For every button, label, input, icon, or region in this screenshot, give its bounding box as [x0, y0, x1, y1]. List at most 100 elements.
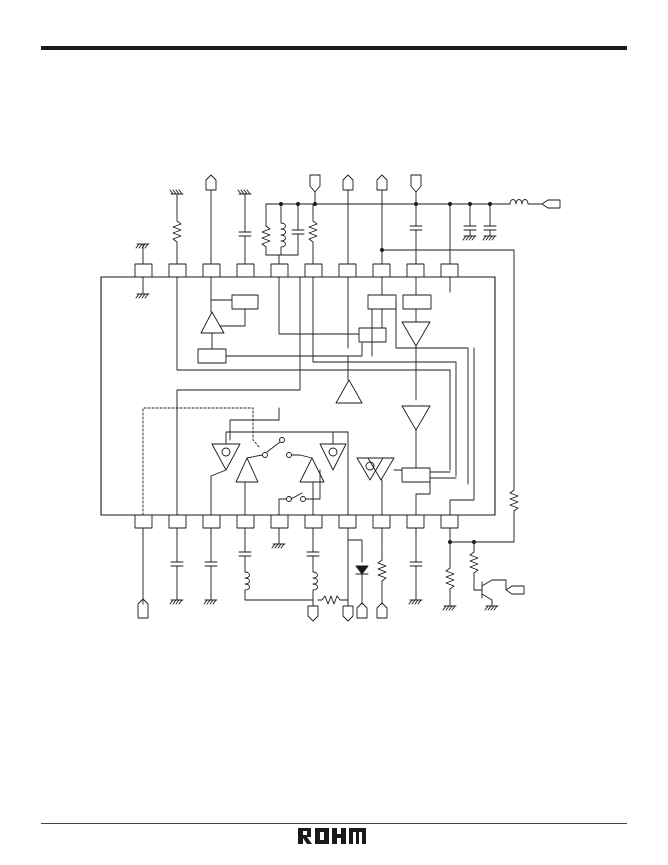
wire-line	[417, 599, 422, 605]
wire-circle	[380, 248, 384, 252]
wire-polyline	[449, 347, 475, 516]
wire-polyline	[395, 301, 469, 485]
input-terminal	[342, 605, 354, 622]
wire-line	[172, 599, 177, 605]
wire-line	[144, 293, 149, 299]
amplifier	[299, 457, 325, 483]
wire-line	[468, 235, 473, 241]
wire-circle	[279, 202, 283, 206]
resistor	[172, 193, 182, 265]
amplifier	[235, 457, 259, 483]
wire-polyline	[229, 407, 280, 441]
wire-polyline	[381, 249, 515, 491]
pin-top-1	[134, 263, 153, 278]
ground-symbol	[169, 189, 184, 195]
resistor	[317, 595, 349, 605]
amplifier	[401, 405, 431, 431]
output-terminal	[505, 585, 525, 595]
wire-polyline	[210, 276, 233, 301]
wire-line	[243, 189, 248, 195]
wire-circle	[328, 447, 338, 457]
pin-bottom-5	[270, 514, 289, 529]
logo-glyph	[332, 828, 346, 844]
input-terminal	[410, 174, 422, 193]
amplifier	[200, 311, 225, 334]
circuit-block	[402, 294, 432, 310]
logo-glyph	[298, 828, 312, 844]
pin-top-9	[406, 263, 425, 278]
wire-line	[491, 235, 496, 241]
wire-line	[445, 605, 450, 611]
pin-bottom-1	[134, 514, 153, 529]
inductor	[312, 555, 318, 607]
wire-polyline	[225, 342, 363, 357]
resistor	[509, 489, 519, 512]
wire-line	[246, 189, 251, 195]
input-terminal	[307, 605, 319, 622]
output-terminal	[342, 174, 354, 191]
top-pin-row	[134, 263, 459, 278]
wire-line	[141, 243, 146, 249]
wire-line	[135, 243, 140, 249]
wire-line	[237, 189, 242, 195]
wire-polyline	[305, 469, 321, 500]
amplifier	[356, 457, 384, 481]
ground-symbol	[169, 599, 184, 605]
wire-line	[178, 599, 183, 605]
transistor	[473, 579, 507, 607]
wire-circle	[448, 540, 452, 544]
wire-line	[175, 189, 180, 195]
pin-top-4	[236, 263, 255, 278]
wire-line	[280, 543, 285, 549]
pin-bottom-10	[440, 514, 459, 529]
switch-contact	[262, 452, 268, 458]
pin-bottom-3	[202, 514, 221, 529]
wire-line	[485, 235, 490, 241]
rohm-logo	[298, 828, 366, 844]
wire-line	[465, 235, 470, 241]
ground-symbol	[484, 605, 499, 611]
wire-circle	[296, 202, 300, 206]
ic-package-outline	[100, 276, 496, 516]
circuit-block	[367, 294, 397, 310]
wire-polyline	[449, 510, 515, 543]
wire-polyline	[219, 308, 246, 327]
wire-line	[135, 293, 140, 299]
wire-line	[448, 605, 453, 611]
wire-line	[277, 543, 282, 549]
header-rule	[41, 46, 627, 50]
switch-lever	[266, 441, 281, 453]
wire-line	[442, 605, 447, 611]
wire-polyline	[176, 276, 451, 471]
ground-symbol	[408, 599, 423, 605]
wire-line	[484, 605, 489, 611]
wire-polyline	[415, 481, 431, 516]
circuit-block	[197, 348, 227, 364]
wire-polyline	[291, 454, 313, 459]
wire-polyline	[312, 276, 457, 477]
pin-top-10	[440, 263, 459, 278]
resistor	[261, 225, 271, 248]
wire-line	[169, 189, 174, 195]
pin-bottom-6	[304, 514, 323, 529]
wire-line	[490, 605, 495, 611]
logo-glyph	[349, 828, 366, 844]
wire-line	[209, 599, 214, 605]
wire-polyline	[347, 539, 363, 563]
wire-line	[178, 189, 183, 195]
inductor	[509, 199, 543, 205]
wire-circle	[365, 461, 375, 471]
pin-bottom-4	[236, 514, 255, 529]
supply-terminal	[541, 199, 561, 209]
output-terminal	[376, 174, 388, 191]
resistor	[308, 203, 318, 265]
dotted-signal-path	[142, 407, 261, 516]
input-terminal	[309, 174, 321, 193]
wire-line	[175, 599, 180, 605]
ground-symbol	[237, 189, 252, 195]
ground-symbol	[482, 235, 497, 241]
resistor	[445, 567, 455, 590]
logo-glyph	[315, 828, 329, 844]
wire-line	[138, 293, 143, 299]
pin-top-7	[338, 263, 357, 278]
